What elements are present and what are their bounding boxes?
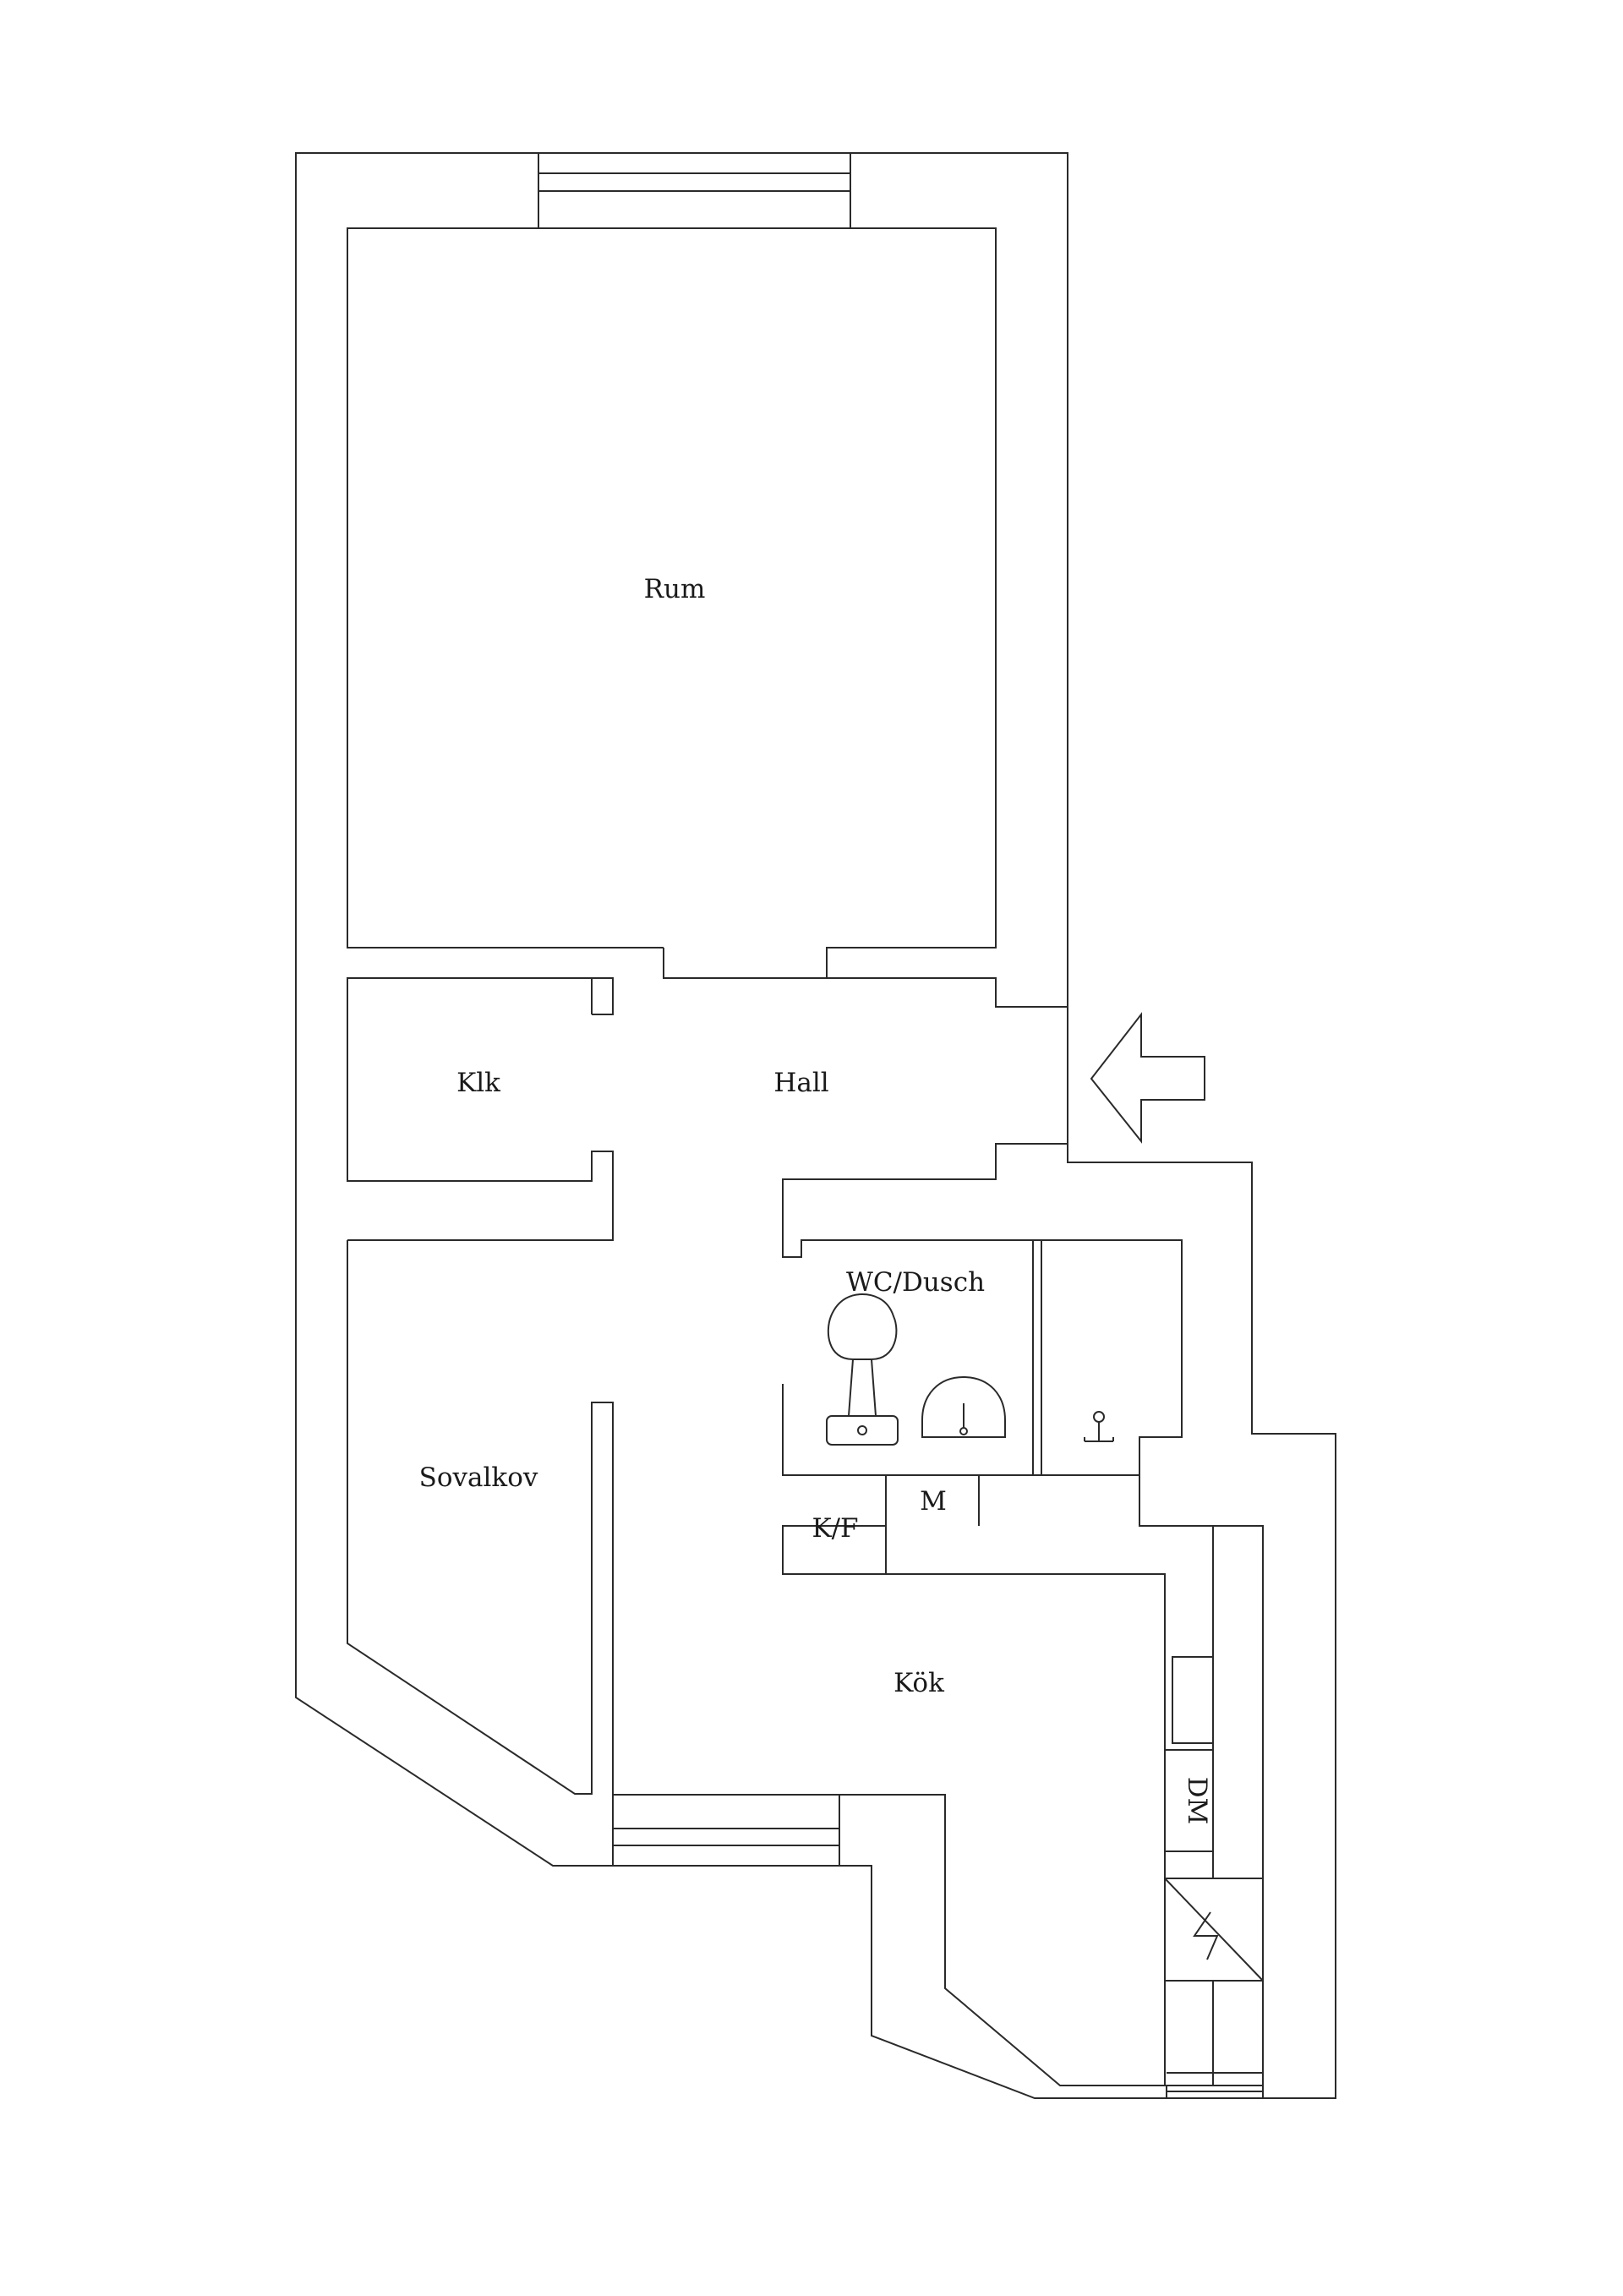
fixture-label-dm: DM bbox=[1182, 1777, 1212, 1825]
room-klk-wall bbox=[347, 977, 614, 1241]
fixture-label-m: M bbox=[920, 1486, 947, 1517]
entrance-arrow-icon bbox=[1090, 1012, 1205, 1144]
room-sovalkov-wall bbox=[347, 1240, 614, 1795]
room-label-sovalkov: Sovalkov bbox=[419, 1462, 538, 1493]
kitchen-window bbox=[1166, 2072, 1264, 2099]
fixture-label-kf: K/F bbox=[812, 1513, 858, 1544]
room-label-klk: Klk bbox=[456, 1068, 500, 1098]
hall-wc-wall bbox=[782, 1143, 1183, 1476]
shower-tap-icon bbox=[1084, 1411, 1114, 1442]
top-window bbox=[538, 152, 851, 229]
sink-icon bbox=[921, 1375, 1006, 1438]
room-label-kok: Kök bbox=[893, 1668, 944, 1698]
bottom-window bbox=[612, 1794, 840, 1867]
room-label-wc-dusch: WC/Dusch bbox=[846, 1267, 985, 1298]
room-label-rum: Rum bbox=[644, 574, 706, 604]
outer-wall bbox=[295, 152, 1336, 2099]
chimney-icon bbox=[1164, 1878, 1264, 1982]
toilet-icon bbox=[826, 1293, 899, 1446]
room-rum-wall bbox=[347, 227, 1068, 1008]
room-label-hall: Hall bbox=[773, 1068, 828, 1098]
kitchen-box bbox=[1172, 1656, 1214, 1744]
